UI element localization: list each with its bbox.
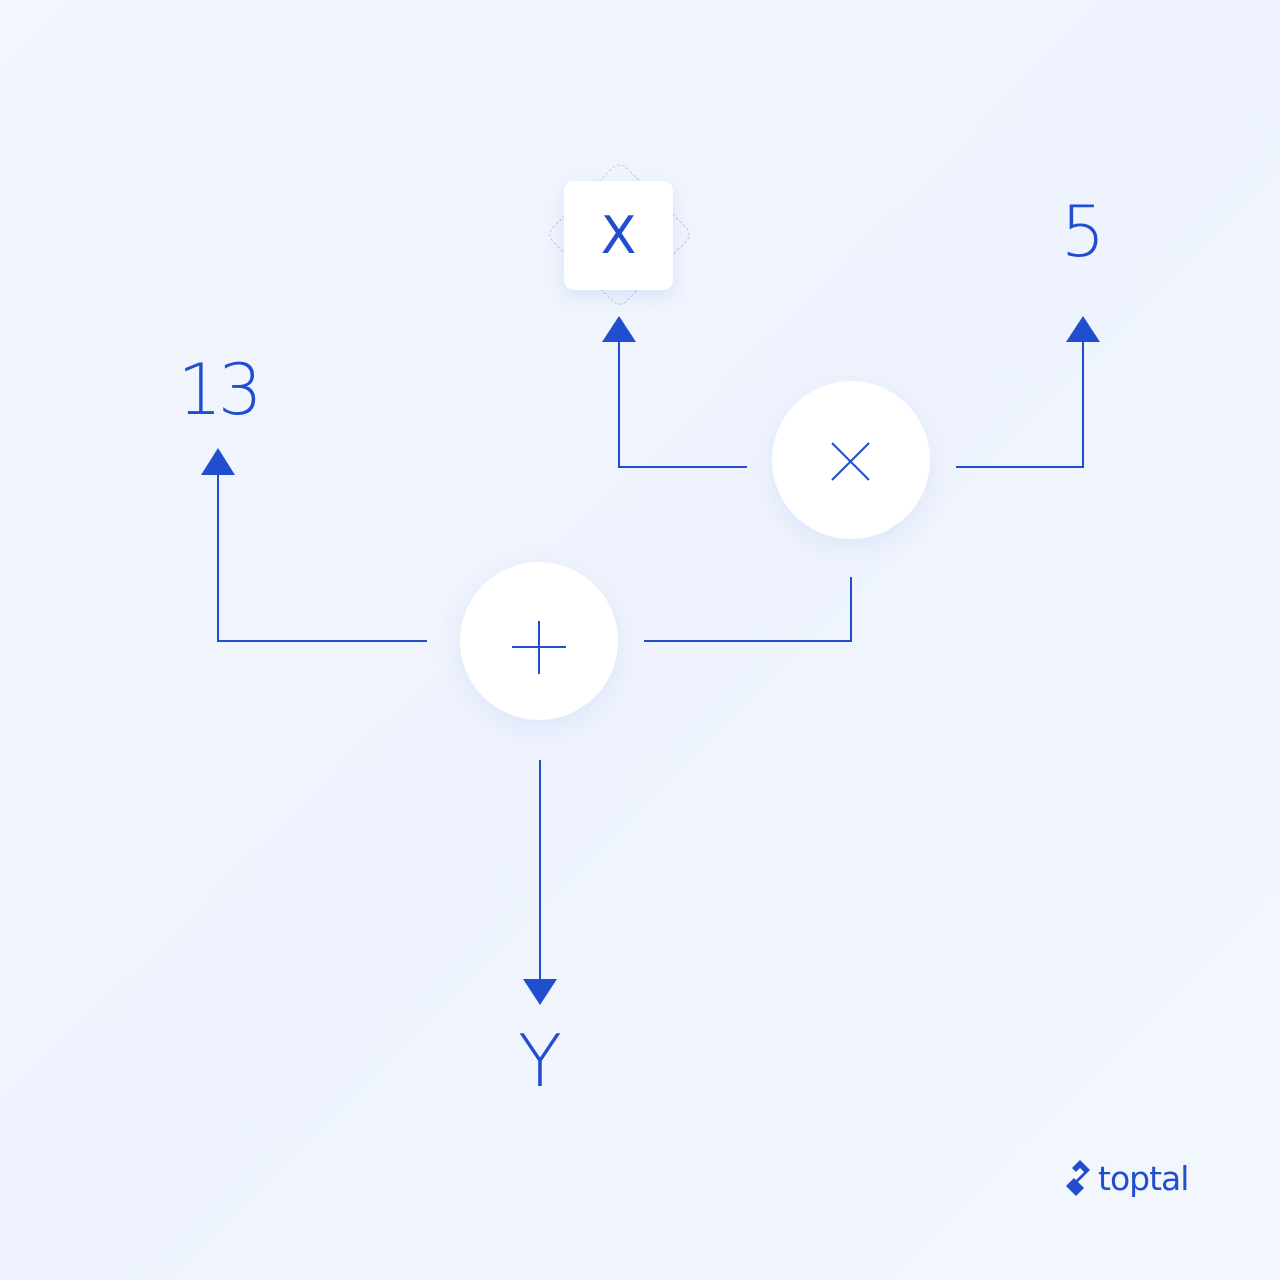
- arrowhead-up-icon: [201, 448, 235, 475]
- arrowhead-down-icon: [523, 979, 557, 1005]
- multiply-icon: [831, 442, 870, 481]
- add-operator-node: [460, 562, 618, 720]
- edge-add-to-13: [217, 470, 427, 642]
- arrowhead-up-icon: [602, 316, 636, 342]
- edge-multiply-to-5: [956, 336, 1084, 468]
- plus-icon: [512, 621, 566, 674]
- constant-5-label: 5: [1060, 191, 1106, 273]
- edge-multiply-to-x: [618, 336, 747, 468]
- variable-x-label: X: [600, 205, 637, 266]
- edge-add-to-multiply: [644, 577, 852, 642]
- arrowhead-up-icon: [1066, 316, 1100, 342]
- multiply-operator-node: [772, 381, 930, 539]
- variable-x-node: X: [564, 181, 673, 290]
- toptal-logo-text: toptal: [1098, 1158, 1189, 1198]
- output-y-label: Y: [518, 1019, 562, 1103]
- constant-13-label: 13: [177, 349, 262, 431]
- toptal-logo: toptal: [1064, 1158, 1189, 1198]
- toptal-logo-icon: [1066, 1160, 1090, 1196]
